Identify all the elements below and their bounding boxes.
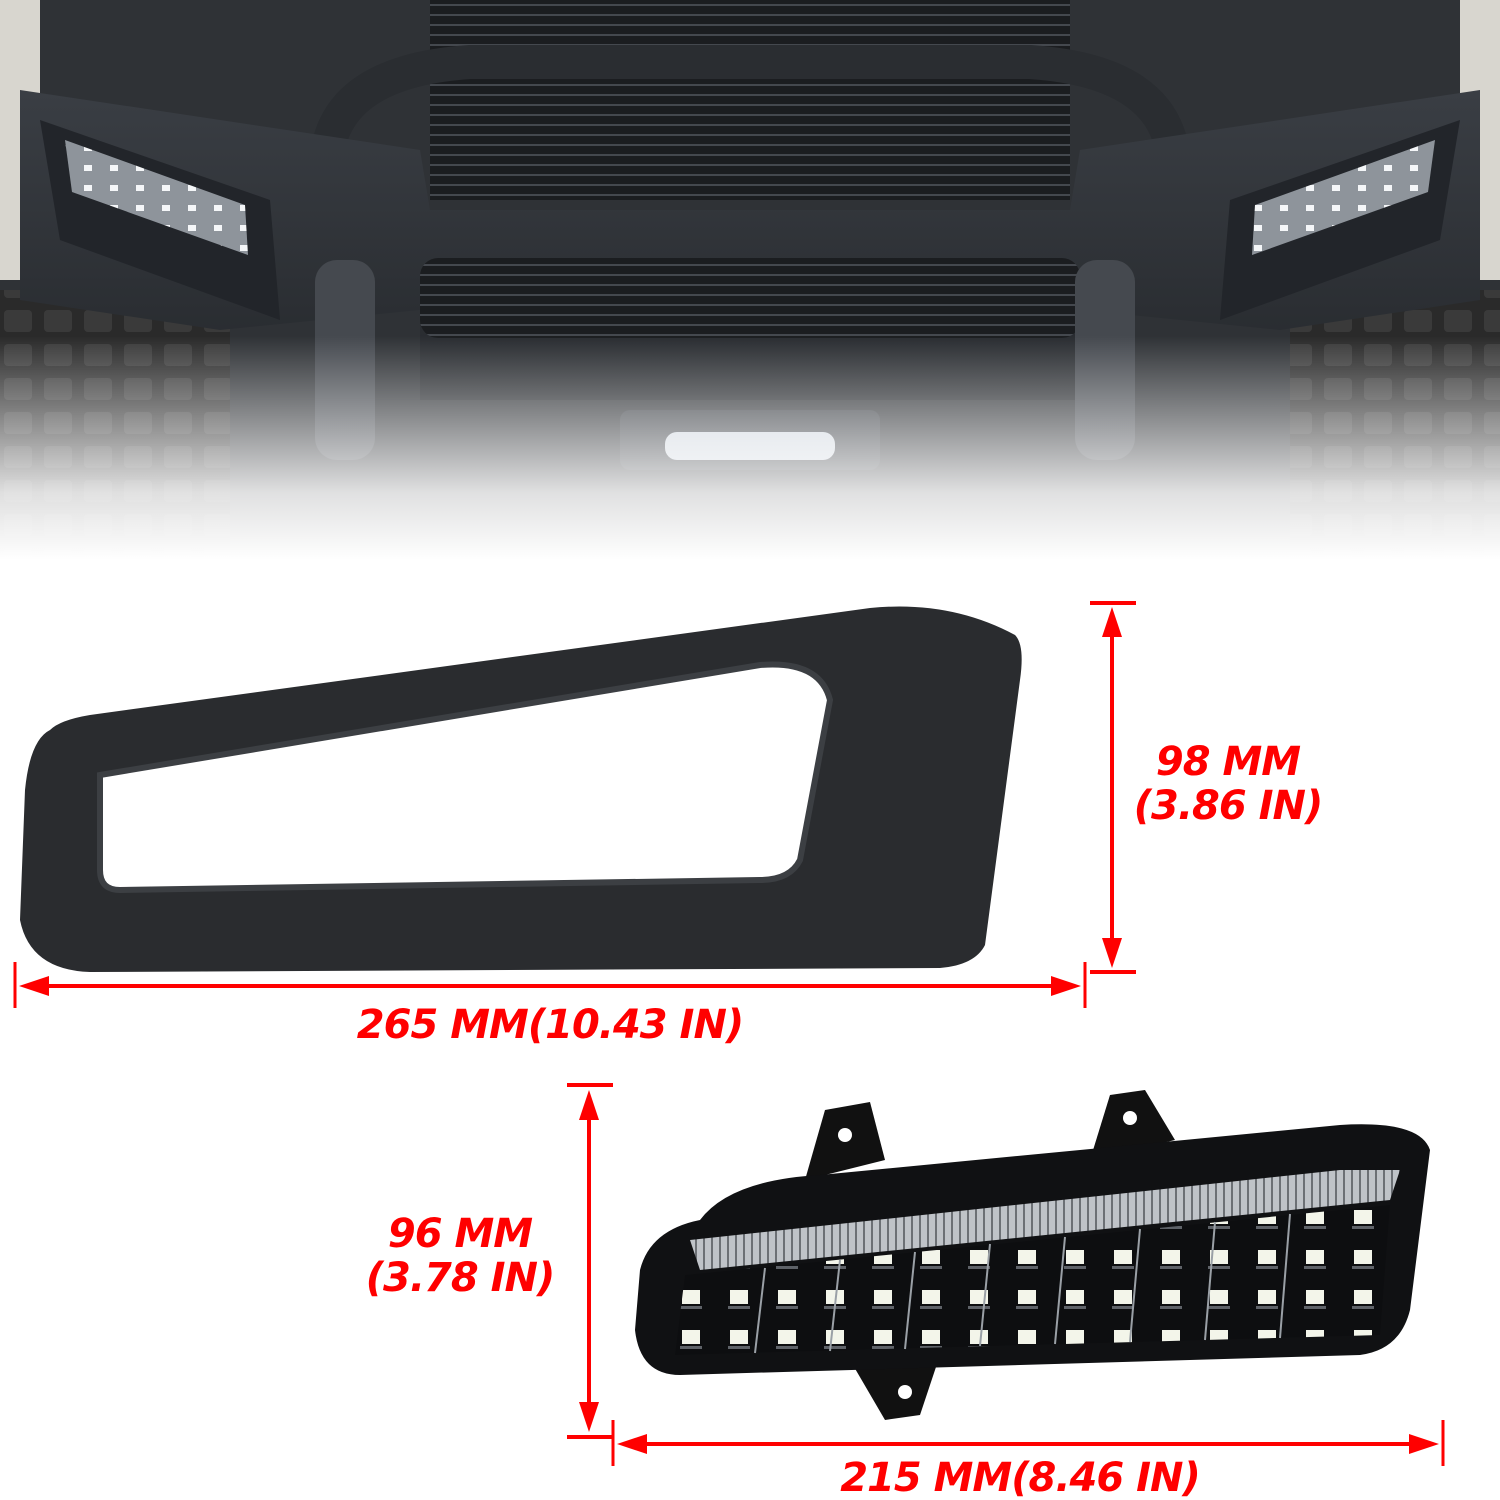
led-height-label: 96 MM (3.78 IN) xyxy=(345,1212,575,1300)
photo-fade-overlay xyxy=(0,0,1500,560)
bezel-product-image xyxy=(20,606,1022,972)
led-width-label: 215 MM(8.46 IN) xyxy=(840,1455,1201,1500)
led-height-mm: 96 MM xyxy=(387,1211,533,1257)
bezel-height-mm: 98 MM xyxy=(1155,739,1301,785)
bezel-height-in: (3.86 IN) xyxy=(1133,783,1324,829)
bezel-height-dimension-line xyxy=(1090,601,1136,974)
bezel-width-label: 265 MM(10.43 IN) xyxy=(356,1002,744,1048)
led-height-in: (3.78 IN) xyxy=(365,1255,556,1301)
led-light-product-image xyxy=(635,1090,1430,1420)
led-width-dimension-line xyxy=(611,1420,1445,1466)
bezel-width-dimension-line xyxy=(13,962,1087,1008)
led-height-dimension-line xyxy=(567,1083,613,1439)
bezel-height-label: 98 MM (3.86 IN) xyxy=(1118,740,1338,828)
